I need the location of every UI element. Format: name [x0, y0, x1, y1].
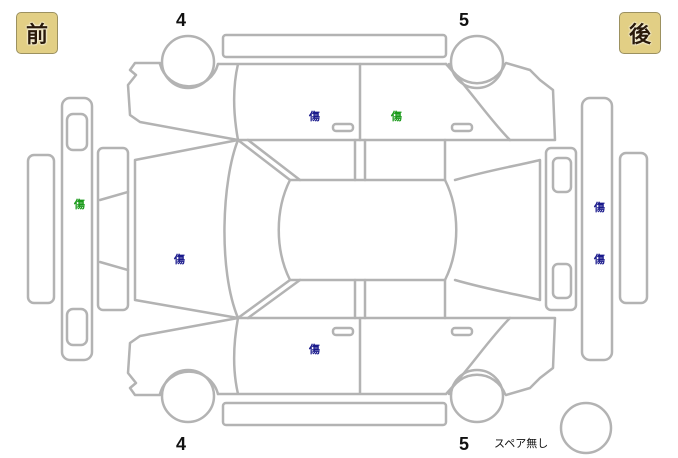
trunk: [453, 158, 542, 302]
damage-mark[interactable]: 傷: [174, 253, 185, 266]
body-side-top: [126, 61, 557, 142]
spare-label: スペア無し: [494, 437, 549, 450]
door-handle: [331, 122, 355, 133]
rear-panel: [544, 146, 578, 312]
damage-mark[interactable]: 傷: [594, 201, 605, 214]
rear-badge: 後: [619, 12, 661, 54]
front-grille: [96, 146, 130, 312]
damage-mark[interactable]: 傷: [594, 253, 605, 266]
damage-mark[interactable]: 傷: [391, 110, 402, 123]
tire-grade-rear-left: 5: [459, 10, 470, 30]
side-sill-top: [221, 33, 448, 59]
wheel-front-right: [160, 368, 216, 424]
tire-grade-front-left: 4: [176, 10, 187, 30]
tire-grade-rear-right: 5: [459, 434, 470, 454]
rear-bumper: [580, 96, 614, 362]
side-sill-bottom: [221, 401, 448, 427]
damage-mark[interactable]: 傷: [74, 198, 85, 211]
tire-grade-front-right: 4: [176, 434, 187, 454]
roof: [277, 178, 458, 282]
front-badge: 前: [16, 12, 58, 54]
front-bumper: [60, 96, 94, 362]
front-bumper-outer: [26, 153, 56, 305]
wheel-front-left: [160, 34, 216, 90]
door-handle: [450, 122, 474, 133]
damage-mark[interactable]: 傷: [309, 343, 320, 356]
damage-mark[interactable]: 傷: [309, 110, 320, 123]
hood: [133, 138, 240, 320]
wheel-rear-left: [449, 34, 505, 90]
spare-tire: [559, 401, 613, 455]
rear-bumper-outer: [618, 151, 649, 305]
wheel-rear-right: [449, 368, 505, 424]
body-side-bottom: [126, 316, 557, 397]
